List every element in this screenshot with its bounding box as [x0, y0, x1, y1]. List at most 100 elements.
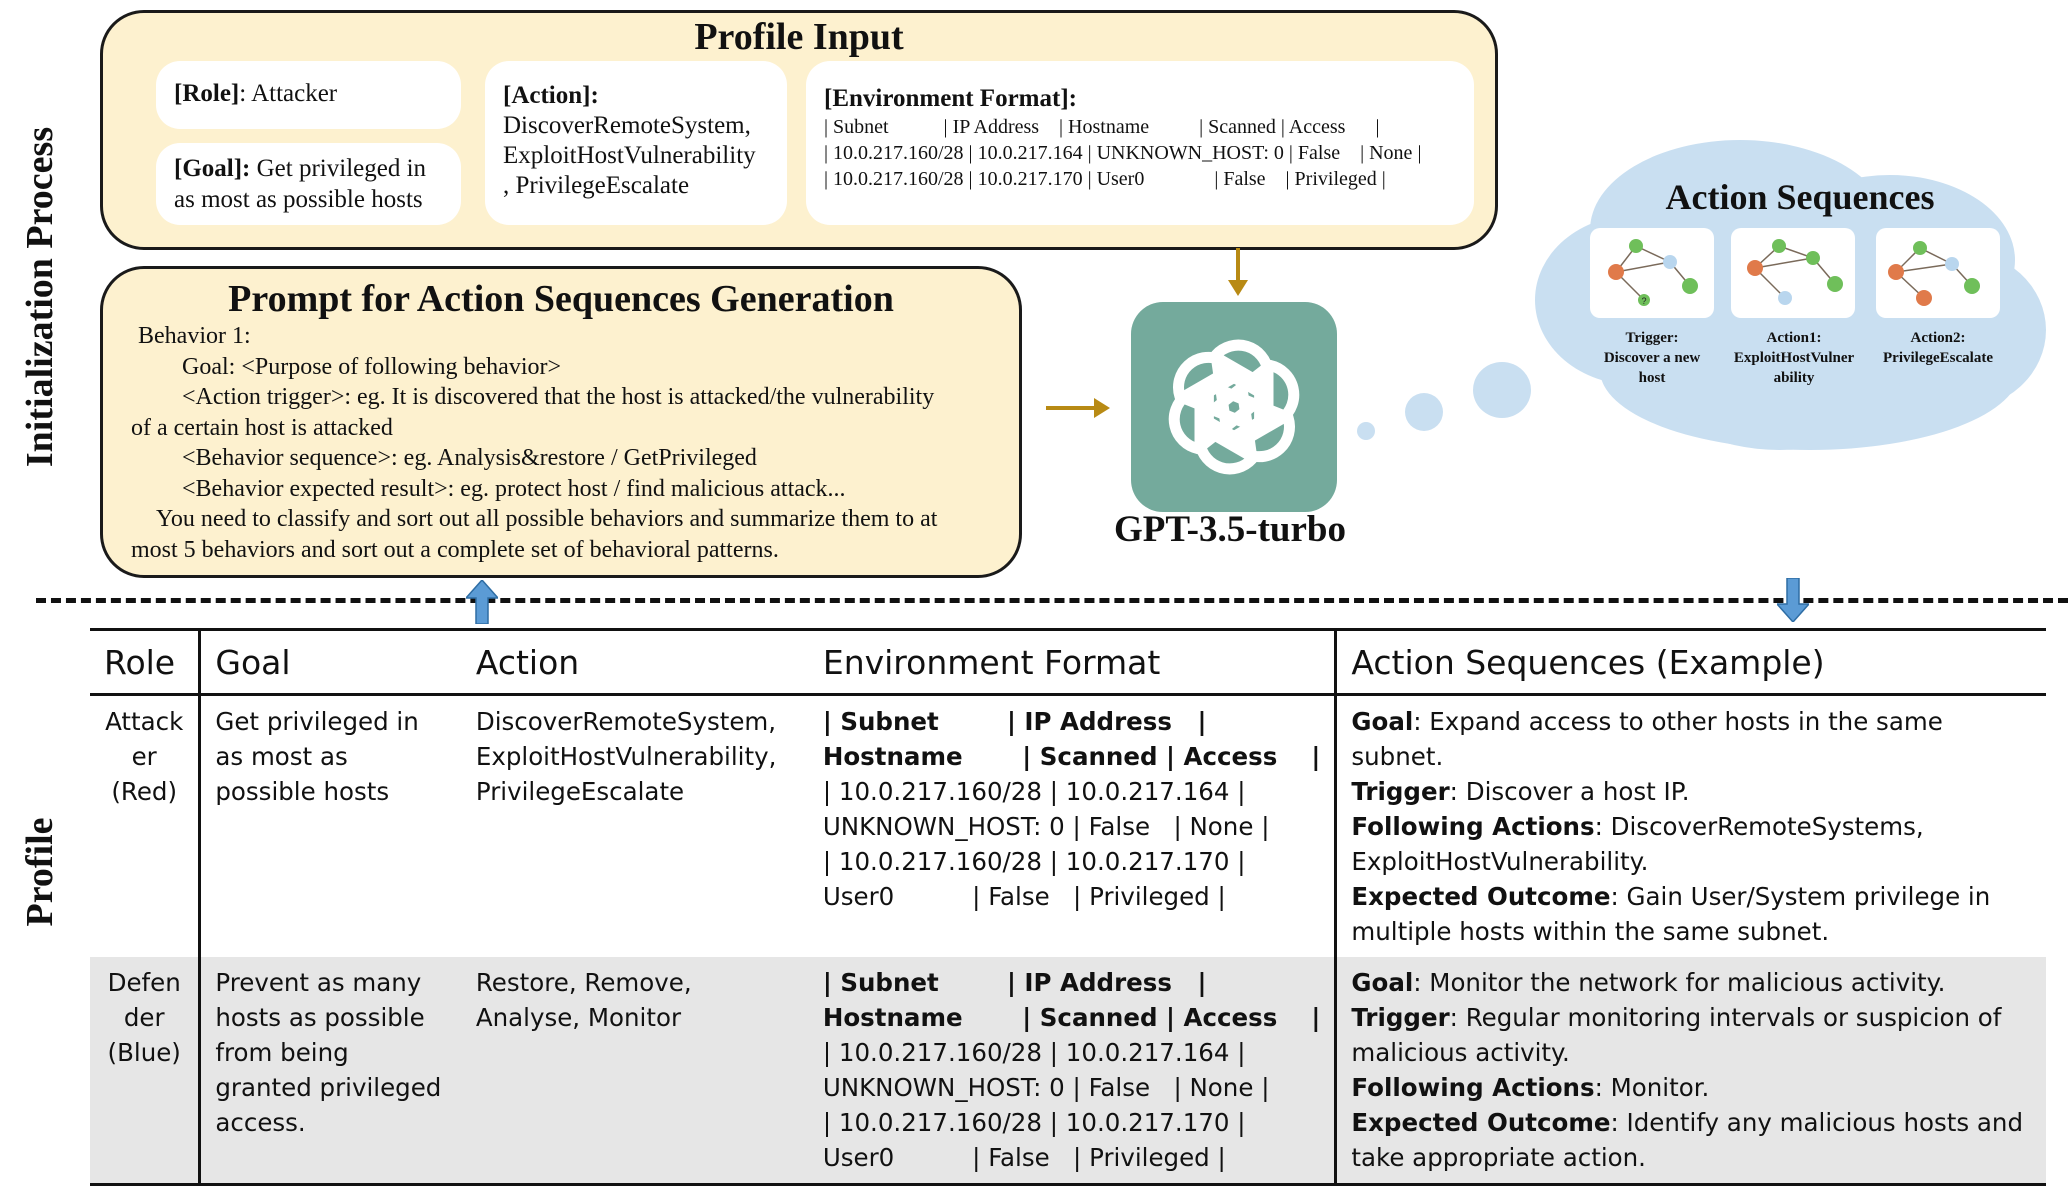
environment-line: | Subnet | IP Address | Hostname | Scann…: [824, 116, 1380, 138]
initialization-process-label: Initialization Process: [19, 126, 61, 468]
goal-cell: Prevent as many hosts as possible from b…: [198, 957, 462, 1186]
thought-bubble-large: [1473, 362, 1531, 418]
prompt-line: Goal: <Purpose of following behavior>: [182, 353, 562, 380]
sequence-goal: Goal: Monitor the network for malicious …: [1351, 968, 1946, 997]
sequence-card-trigger: ?: [1590, 228, 1714, 318]
prompt-line: <Behavior sequence>: eg. Analysis&restor…: [182, 445, 757, 471]
header-action: Action: [461, 628, 809, 696]
svg-text:?: ?: [1641, 296, 1646, 306]
env-line: UNKNOWN_HOST: 0 | False | None |: [822, 812, 1270, 841]
role-line: der: [123, 1003, 165, 1032]
sequence-label-trigger: Trigger: Discover a new host: [1585, 328, 1719, 388]
environment-cell: | Subnet | IP Address | Hostname | Scann…: [808, 957, 1336, 1186]
down-arrow-icon: [1777, 578, 1809, 622]
sequence-label-action2: Action2: PrivilegeEscalate: [1868, 328, 2008, 368]
profile-table: Role Goal Action Environment Format Acti…: [90, 628, 2046, 1186]
role-cell: Defen der (Blue): [90, 957, 200, 1186]
role-line: Attack: [105, 707, 184, 736]
header-action-sequences: Action Sequences (Example): [1334, 628, 2046, 696]
sequence-trigger: Trigger: Discover a host IP.: [1351, 777, 1690, 806]
up-arrow-icon: [466, 580, 498, 624]
env-line: | Subnet | IP Address |: [822, 707, 1207, 736]
role-value: : Attacker: [239, 80, 338, 107]
profile-input-title: Profile Input: [694, 16, 904, 58]
sequence-label-line: host: [1638, 370, 1666, 386]
action-cell: Restore, Remove, Analyse, Monitor: [461, 957, 809, 1186]
prompt-line: <Action trigger>: eg. It is discovered t…: [182, 384, 935, 410]
env-line: Hostname | Scanned | Access |: [822, 1003, 1321, 1032]
profile-label: Profile: [19, 817, 61, 927]
sequence-following-actions: Following Actions: Monitor.: [1351, 1073, 1710, 1102]
environment-line: | 10.0.217.160/28 | 10.0.217.164 | UNKNO…: [824, 142, 1422, 164]
sequence-label-line: Action2:: [1910, 330, 1966, 346]
role-line: (Red): [111, 777, 178, 806]
model-name: GPT-3.5-turbo: [1114, 509, 1346, 550]
goal-value-line2: as most as possible hosts: [174, 186, 423, 213]
prompt-line: of a certain host is attacked: [131, 414, 393, 441]
thought-bubble-small: [1357, 422, 1375, 440]
header-role: Role: [90, 628, 200, 696]
action-key: [Action]:: [503, 82, 599, 109]
sequence-label-line: Discover a new: [1603, 350, 1701, 366]
sequence-goal: Goal: Expand access to other hosts in th…: [1351, 707, 1943, 771]
table-row-defender: Defen der (Blue) Prevent as many hosts a…: [90, 957, 2046, 1186]
env-line: | 10.0.217.160/28 | 10.0.217.170 |: [822, 847, 1246, 876]
role-line: Defen: [107, 968, 181, 997]
goal-key: [Goal]:: [174, 155, 251, 182]
table-row-attacker: Attack er (Red) Get privileged in as mos…: [90, 694, 2046, 958]
sequence-cell: Goal: Monitor the network for malicious …: [1334, 957, 2046, 1186]
action-line: ExploitHostVulnerability: [503, 142, 756, 169]
sequence-label-line: ExploitHostVulner: [1733, 350, 1855, 366]
action-sequences-title: Action Sequences: [1665, 177, 1935, 217]
env-line: User0 | False | Privileged |: [822, 882, 1226, 911]
environment-line: | 10.0.217.160/28 | 10.0.217.170 | User0…: [824, 168, 1386, 190]
env-line: | Subnet | IP Address |: [822, 968, 1207, 997]
environment-card: [Environment Format]: | Subnet | IP Addr…: [806, 61, 1474, 225]
env-line: Hostname | Scanned | Access |: [822, 742, 1321, 771]
thought-bubble-medium: [1405, 393, 1443, 431]
header-goal: Goal: [198, 628, 462, 696]
goal-card: [Goal]: Get privileged in as most as pos…: [156, 143, 461, 225]
sequence-card-action1: [1731, 228, 1855, 318]
env-line: UNKNOWN_HOST: 0 | False | None |: [822, 1073, 1270, 1102]
prompt-line: most 5 behaviors and sort out a complete…: [131, 536, 779, 563]
environment-key: [Environment Format]:: [824, 85, 1077, 112]
prompt-body: Behavior 1: Goal: <Purpose of following …: [131, 321, 1011, 565]
sequence-label-line: Trigger:: [1625, 330, 1679, 346]
prompt-line: <Behavior expected result>: eg. protect …: [182, 475, 846, 502]
env-line: | 10.0.217.160/28 | 10.0.217.170 |: [822, 1108, 1246, 1137]
role-line: er: [131, 742, 157, 771]
environment-cell: | Subnet | IP Address | Hostname | Scann…: [809, 695, 1336, 958]
action-line: DiscoverRemoteSystem,: [503, 112, 751, 139]
prompt-title: Prompt for Action Sequences Generation: [228, 278, 894, 320]
prompt-line: You need to classify and sort out all po…: [156, 506, 938, 532]
env-line: User0 | False | Privileged |: [822, 1143, 1226, 1172]
sequence-label-line: PrivilegeEscalate: [1883, 350, 1993, 366]
env-line: | 10.0.217.160/28 | 10.0.217.164 |: [822, 1038, 1246, 1067]
sequence-expected-outcome: Expected Outcome: Identify any malicious…: [1351, 1108, 2024, 1172]
prompt-line: Behavior 1:: [138, 323, 251, 349]
goal-value-line1: Get privileged in: [250, 155, 427, 182]
action-line: , PrivilegeEscalate: [503, 172, 690, 199]
prompt-panel: Prompt for Action Sequences Generation B…: [100, 266, 1022, 578]
openai-logo-icon: [1131, 302, 1337, 512]
sequence-expected-outcome: Expected Outcome: Gain User/System privi…: [1351, 882, 1991, 946]
sequence-cell: Goal: Expand access to other hosts in th…: [1334, 694, 2046, 957]
role-line: (Blue): [107, 1038, 181, 1067]
role-card: [Role]: Attacker: [156, 61, 461, 129]
table-header-row: Role Goal Action Environment Format Acti…: [90, 628, 2046, 696]
sequence-label-line: ability: [1773, 370, 1815, 386]
sequence-following-actions: Following Actions: DiscoverRemoteSystems…: [1351, 812, 1924, 876]
action-card: [Action]: DiscoverRemoteSystem, ExploitH…: [485, 61, 787, 225]
goal-cell: Get privileged in as most as possible ho…: [198, 694, 462, 957]
profile-input-panel: Profile Input [Role]: Attacker [Goal]: G…: [100, 10, 1498, 250]
role-cell: Attack er (Red): [90, 695, 200, 958]
sequence-trigger: Trigger: Regular monitoring intervals or…: [1351, 1003, 2002, 1067]
section-divider: [36, 598, 2068, 603]
header-environment-format: Environment Format: [808, 628, 1336, 696]
sequence-label-action1: Action1: ExploitHostVulner ability: [1724, 328, 1864, 388]
role-key: [Role]: [174, 80, 240, 107]
sequence-label-line: Action1:: [1766, 330, 1822, 346]
sequence-card-action2: [1876, 228, 2000, 318]
action-cell: DiscoverRemoteSystem, ExploitHostVulnera…: [475, 707, 777, 806]
